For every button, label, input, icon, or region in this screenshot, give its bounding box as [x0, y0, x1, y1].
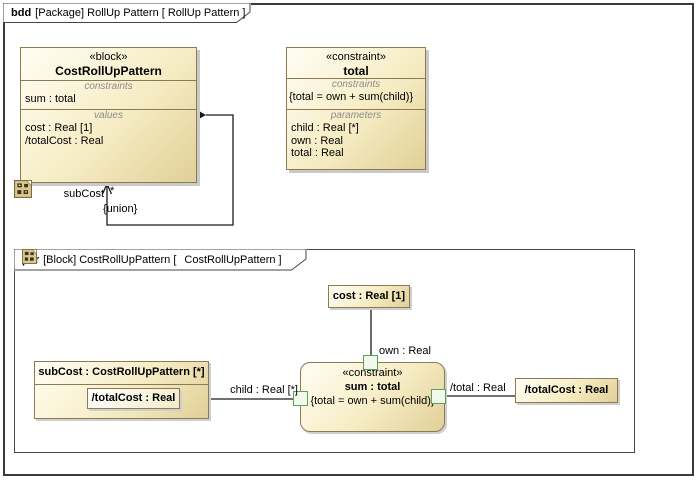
parameter-total[interactable]: total : Real: [291, 147, 344, 159]
bdd-keyword: bdd: [11, 6, 32, 19]
part-box-subcost[interactable]: subCost : CostRollUpPattern [*] /totalCo…: [34, 361, 209, 419]
constraint-block-total[interactable]: «constraint» total constraints {total = …: [286, 47, 426, 170]
parameter-own[interactable]: own : Real: [291, 134, 343, 147]
constraint-property-stereotype: «constraint»: [342, 367, 403, 379]
value-item-totalcost[interactable]: /totalCost : Real: [25, 134, 104, 147]
constraints-compartment-label: constraints: [331, 79, 381, 90]
frame-tab-shape: [3, 3, 251, 23]
par-frame-title: par[Block] CostRollUpPattern [CostRollUp…: [22, 249, 282, 270]
parameters-compartment-label: parameters: [330, 110, 382, 121]
binding-label-child[interactable]: child : Real [*]: [230, 384, 298, 396]
parameter-child[interactable]: child : Real [*]: [291, 122, 359, 134]
bdd-frame-title: bdd[Package] RollUp Pattern [ RollUp Pat…: [11, 3, 246, 22]
bdd-frame-tab[interactable]: bdd[Package] RollUp Pattern [ RollUp Pat…: [3, 3, 251, 23]
values-compartment-label: values: [94, 110, 123, 121]
constraint-property-name: sum : total: [344, 381, 401, 393]
subcost-association-line[interactable]: [106, 114, 234, 226]
part-box-cost[interactable]: cost : Real [1]: [328, 285, 410, 308]
block-costrolluppattern[interactable]: «block» CostRollUpPattern constraints su…: [20, 47, 197, 183]
association-multiplicity-label[interactable]: *: [110, 185, 115, 197]
constraint-expression[interactable]: {total = own + sum(child)}: [289, 91, 414, 103]
constraints-compartment-label: constraints: [84, 81, 133, 92]
constraint-property-box[interactable]: «constraint» sum : total {total = own + …: [300, 362, 445, 432]
value-item-cost[interactable]: cost : Real [1]: [25, 122, 93, 134]
diagram-frame-border: [3, 3, 694, 476]
block-constraints-compartment: constraints sum : total: [21, 80, 196, 109]
constraint-block-stereotype: «constraint»: [326, 51, 386, 63]
par-title-after: CostRollUpPattern ]: [184, 253, 282, 266]
constraint-block-name: total: [343, 64, 369, 78]
structure-diagram-icon[interactable]: [14, 180, 32, 198]
parameter-port-own[interactable]: [363, 355, 378, 370]
constraint-block-constraints-compartment: constraints {total = own + sum(child)}: [287, 78, 425, 109]
par-frame-tab[interactable]: par[Block] CostRollUpPattern [CostRollUp…: [14, 249, 307, 271]
block-name: CostRollUpPattern: [55, 64, 162, 78]
constraint-block-parameters-compartment: parameters child : Real [*] own : Real t…: [287, 109, 425, 171]
par-title-before: [Block] CostRollUpPattern [: [43, 253, 177, 266]
block-header: «block» CostRollUpPattern: [21, 48, 196, 80]
block-values-compartment: values cost : Real [1] /totalCost : Real: [21, 109, 196, 184]
constraint-block-header: «constraint» total: [287, 48, 425, 78]
binding-label-total[interactable]: /total : Real: [450, 382, 506, 394]
association-role-label[interactable]: subCost: [63, 188, 104, 200]
constraint-property-expression: {total = own + sum(child)}: [310, 395, 435, 407]
parameter-port-total[interactable]: [431, 389, 446, 404]
bdd-title-text: [Package] RollUp Pattern [ RollUp Patter…: [35, 6, 246, 19]
association-union-constraint-label[interactable]: {union}: [103, 203, 138, 215]
value-box-totalcost[interactable]: /totalCost : Real: [515, 378, 618, 403]
parameter-port-child[interactable]: [293, 391, 308, 406]
nested-value-box-totalcost[interactable]: /totalCost : Real: [87, 388, 180, 409]
par-frame: [14, 249, 635, 453]
constraint-item[interactable]: sum : total: [25, 93, 76, 105]
frame-tab-shape: [14, 249, 307, 271]
block-stereotype: «block»: [89, 51, 128, 63]
binding-label-own[interactable]: own : Real: [379, 345, 431, 357]
subcost-part-name: subCost : CostRollUpPattern [*]: [35, 362, 208, 385]
